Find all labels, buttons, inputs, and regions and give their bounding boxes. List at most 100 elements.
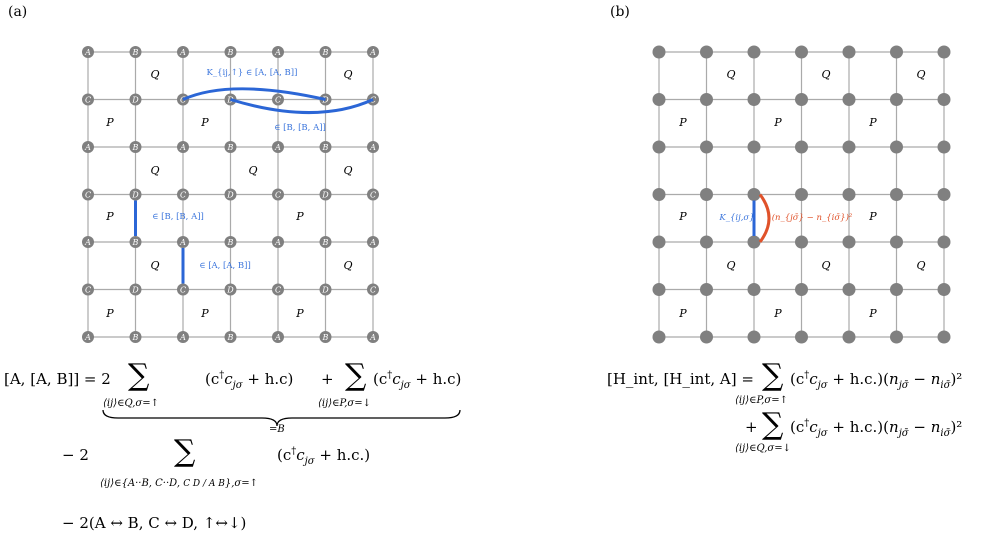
panel-a-site (272, 141, 284, 153)
panel-a-site (177, 236, 189, 248)
panel-b-site (747, 93, 761, 106)
panel-b-site (700, 93, 713, 106)
panel-a-site (82, 93, 94, 106)
panel-a-plaquette-letter: P (295, 210, 304, 223)
eq-b-lhs: [H_int, [H_int, A] = (607, 370, 754, 388)
panel-b-plaquette-letter: P (678, 307, 687, 320)
panel-a-site (129, 236, 142, 248)
panel-b-site (700, 235, 713, 249)
panel-b-plaquette-letter: Q (821, 259, 830, 272)
panel-b-site (842, 45, 856, 59)
eq-a-underbrace (102, 409, 461, 427)
panel-a-site (177, 46, 189, 58)
panel-b-plaquette-letter: P (678, 116, 687, 129)
panel-a-site-letter: A (274, 143, 281, 152)
panel-a-site-letter: B (132, 333, 139, 342)
panel-a-site (367, 283, 379, 296)
panel-a-site-letter: B (132, 238, 139, 247)
panel-b-site (652, 188, 666, 201)
panel-a-site-letter: D (226, 286, 234, 295)
panel-a-site (224, 46, 237, 58)
panel-b-site (652, 140, 666, 154)
panel-a-site (177, 188, 189, 201)
panel-b-site (652, 93, 666, 106)
eq-a-sum3-sub: ⟨ij⟩∈{A··B, C··D, C D / A B},σ=↑ (100, 478, 259, 489)
panel-a-site-letter: B (227, 48, 234, 57)
panel-a-plaquette-letter: Q (343, 164, 352, 177)
panel-a-site (82, 188, 94, 201)
eq-b-term2: (c†cjσ + h.c.)(njσ̄ − niσ̄)² (790, 418, 963, 439)
panel-a-site-letter: A (84, 48, 91, 57)
panel-a-site-letter: B (132, 48, 139, 57)
panel-b-annotation-bond: K_{ij,σ} (718, 213, 754, 223)
panel-a-plaquette-letter: Q (343, 259, 352, 272)
panel-a-site (129, 93, 142, 106)
panel-a-site-letter: B (132, 143, 139, 152)
panel-a-site-letter: A (84, 143, 91, 152)
eq-b-sum2: ∑ (762, 407, 784, 442)
panel-a-annotation-v2: ∈ [A, [A, B]] (199, 261, 251, 271)
panel-b-plaquette-letter: Q (726, 259, 735, 272)
panel-b-site (795, 93, 808, 106)
eq-a-sum1-sub: ⟨ij⟩∈Q,σ=↑ (103, 398, 159, 409)
panel-b-bond-arc (758, 193, 771, 243)
eq-a-plus: + (321, 370, 334, 388)
panel-a-site-letter: A (84, 333, 91, 342)
panel-a-site (129, 188, 142, 201)
panel-b-site (700, 140, 713, 154)
panel-a-site (272, 236, 284, 248)
panel-b-site (652, 45, 666, 59)
panel-b-site (795, 330, 808, 344)
eq-a-line3: − 2(A ↔ B, C ↔ D, ↑↔↓) (62, 514, 247, 532)
panel-a-site-letter: B (227, 238, 234, 247)
panel-b-site (795, 283, 808, 296)
panel-a-site-letter: A (369, 48, 376, 57)
panel-a-plaquette-letter: P (105, 307, 114, 320)
panel-a-site-letter: C (180, 191, 186, 200)
panel-b-site (747, 283, 761, 296)
panel-a-site (319, 331, 332, 343)
panel-b-site (890, 140, 903, 154)
panel-b-plaquette-letter: Q (916, 259, 925, 272)
panel-a-site (224, 283, 237, 296)
panel-a-plaquette-letter: P (105, 210, 114, 223)
panel-a-annotation-bottom: ∈ [B, [B, A]] (274, 123, 326, 133)
panel-b-site (937, 330, 951, 344)
panel-a-annotation-top: K_{ij,↑} ∈ [A, [A, B]] (207, 68, 298, 78)
panel-a-site (272, 283, 284, 296)
panel-b-site (890, 283, 903, 296)
panel-b-site (747, 330, 761, 344)
panel-b-plaquette-letter: P (773, 307, 782, 320)
eq-b-sum1-sub: ⟨ij⟩∈P,σ=↑ (735, 395, 788, 406)
panel-a-site (82, 141, 94, 153)
panel-a-site (319, 141, 332, 153)
panel-b-site (937, 45, 951, 59)
panel-b-plaquette-letter: Q (726, 68, 735, 81)
panel-a-plaquette-letter: P (200, 116, 209, 129)
panel-a-site-letter: B (322, 238, 329, 247)
panel-a-site-letter: A (369, 238, 376, 247)
panel-a-site (224, 141, 237, 153)
eq-a-lhs: [A, [A, B]] = 2 (4, 370, 111, 388)
panel-a-plaquette-letter: Q (248, 164, 257, 177)
eq-a-term1: (c†cjσ + h.c) (205, 370, 294, 391)
panel-a-site (367, 46, 379, 58)
panel-b-plaquette-letter: P (868, 307, 877, 320)
panel-b-site (652, 330, 666, 344)
panel-a-site (224, 331, 237, 343)
panel-b-site (842, 188, 856, 201)
panel-a-site-letter: A (179, 143, 186, 152)
panel-a-site (82, 283, 94, 296)
panel-a-site (319, 283, 332, 296)
eq-b-sum2-sub: ⟨ij⟩∈Q,σ=↓ (735, 443, 791, 454)
panel-b-plaquette-letter: Q (821, 68, 830, 81)
panel-b-plaquette-letter: P (868, 210, 877, 223)
panel-b-site (652, 235, 666, 249)
eq-b-sum1: ∑ (762, 358, 784, 393)
eq-a-term3: (c†cjσ + h.c.) (277, 446, 371, 467)
panel-b-site (795, 140, 808, 154)
panel-b-site (795, 235, 808, 249)
panel-a-plaquette-letter: Q (343, 68, 352, 81)
panel-a-site (272, 331, 284, 343)
panel-a-site-letter: A (179, 238, 186, 247)
